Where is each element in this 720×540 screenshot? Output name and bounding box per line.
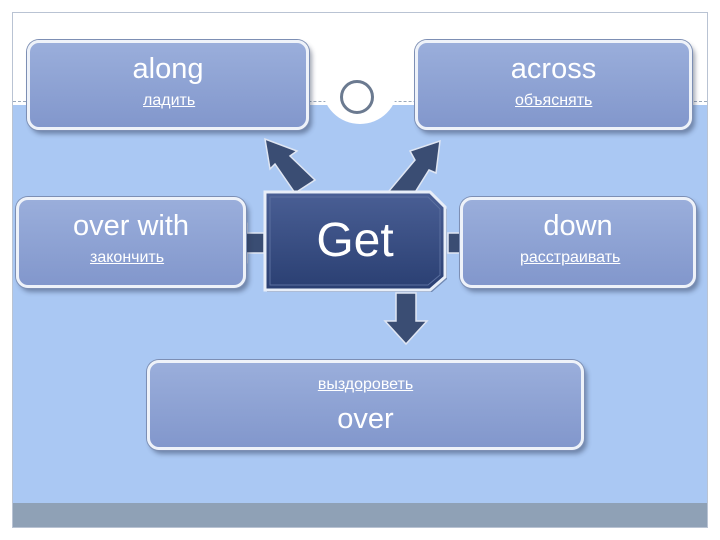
center-get-box: Get — [262, 189, 448, 293]
phrase-across: across — [510, 53, 597, 85]
phrase-box-over-with: over with закончить — [16, 197, 246, 288]
arrow-to-along — [264, 137, 317, 195]
phrase-over-with: over with — [72, 210, 190, 242]
phrase-along: along — [132, 53, 204, 85]
ring-ornament-icon — [340, 80, 374, 114]
center-label-get: Get — [316, 214, 394, 267]
bottom-bar — [13, 503, 707, 527]
translation-across[interactable]: объяснять — [515, 92, 593, 109]
arrow-to-over — [383, 292, 429, 346]
translation-over-with[interactable]: закончить — [90, 249, 165, 266]
translation-down[interactable]: расстраивать — [520, 249, 621, 266]
translation-along[interactable]: ладить — [143, 92, 196, 109]
phrase-box-over: выздороветь over — [147, 360, 584, 450]
phrase-box-down: down расстраивать — [460, 197, 696, 288]
center-box-shape — [263, 190, 447, 292]
translation-over[interactable]: выздороветь — [317, 376, 414, 393]
phrase-over: over — [337, 403, 394, 435]
phrase-box-along: along ладить — [27, 40, 309, 130]
phrase-down: down — [543, 210, 613, 242]
phrase-box-across: across объяснять — [415, 40, 692, 130]
